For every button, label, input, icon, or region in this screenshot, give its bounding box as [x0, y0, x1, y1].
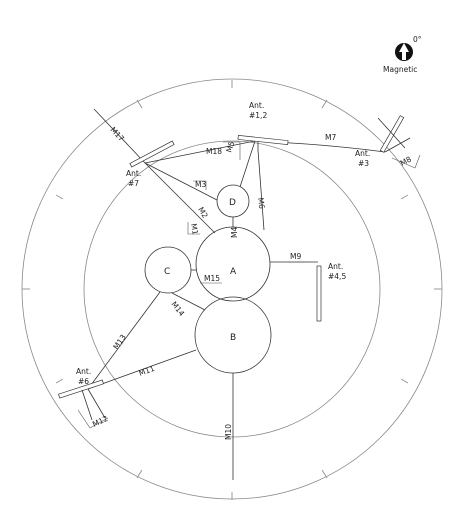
tick-wnw: [55, 194, 64, 200]
member-label-m15: M15: [204, 274, 220, 283]
antenna-7-bar: [129, 140, 175, 168]
compass-degree: 0°: [413, 35, 422, 44]
member-m3: [144, 162, 218, 201]
member-m18: [144, 140, 256, 164]
structure-label-d: D: [229, 198, 236, 208]
inner-ring: [83, 140, 381, 438]
member-m13: [87, 291, 161, 390]
structure-label-b: B: [230, 333, 236, 343]
member-label-m5: M5: [224, 140, 236, 154]
member-m8: [384, 137, 411, 153]
antenna-4-5-bar: [316, 265, 322, 322]
antenna-label-6-line1: Ant.: [76, 367, 91, 376]
tick-ene: [400, 194, 409, 200]
ring-tick-marks: [22, 80, 442, 500]
antenna-label-4-5-line2: #4,5: [328, 272, 346, 281]
member-m17: [93, 108, 146, 164]
callout-m12: [77, 409, 109, 429]
member-label-m18: M18: [206, 147, 222, 156]
member-label-m1: M1: [189, 223, 200, 236]
tick-se: [321, 469, 328, 479]
antenna-label-3-line1: Ant.: [355, 149, 370, 158]
north-arrow-icon: [399, 43, 409, 60]
member-label-m7: M7: [325, 133, 336, 142]
antenna-1-2-bar: [237, 135, 289, 145]
member-label-m4: M4: [230, 227, 239, 238]
antenna-3-strut: [377, 117, 406, 149]
tick-ne: [321, 99, 328, 109]
member-m16: [239, 140, 256, 188]
antenna-label-1-2-line1: Ant.: [249, 101, 264, 110]
member-m12: [87, 388, 106, 419]
antenna-3: [377, 115, 406, 153]
member-m2: [144, 162, 216, 234]
callout-m1: [187, 222, 200, 235]
antenna-7: [129, 140, 175, 168]
tick-ese: [400, 378, 409, 384]
antenna-6-strut: [81, 389, 93, 421]
member-label-m13: M13: [111, 333, 128, 351]
member-label-m6: M6: [256, 197, 267, 210]
antenna-label-6-line2: #6: [78, 377, 89, 386]
tick-wsw: [55, 378, 64, 384]
member-label-m3: M3: [195, 180, 206, 189]
member-label-m8: M8: [399, 154, 413, 167]
antenna-6-bar: [58, 379, 104, 399]
antenna-label-7-line2: #7: [128, 179, 139, 188]
tick-nw: [136, 99, 143, 109]
antenna-6: [58, 379, 104, 421]
north-arrow: 0° Magnetic: [383, 35, 422, 74]
member-label-m9: M9: [290, 252, 301, 261]
callout-m16: [223, 141, 241, 160]
member-m11: [87, 349, 197, 390]
antenna-4-5: [316, 265, 322, 322]
member-label-m12: M12: [91, 414, 110, 429]
antenna-label-7-line1: Ant.: [126, 169, 141, 178]
compass-label: Magnetic: [383, 65, 417, 74]
tick-sw: [136, 469, 143, 479]
structure-label-a: A: [230, 267, 237, 277]
callout-m3: [193, 180, 207, 190]
antenna-label-1-2-line2: #1,2: [249, 111, 267, 120]
antenna-1-2: [237, 135, 289, 145]
member-label-m2: M2: [196, 206, 210, 220]
antenna-label-3-line2: #3: [358, 159, 369, 168]
member-m6: [257, 141, 265, 231]
antenna-label-4-5-line1: Ant.: [328, 262, 343, 271]
callout-m8: [391, 154, 421, 169]
member-label-m11: M11: [138, 364, 156, 378]
structure-label-c: C: [164, 267, 170, 277]
member-m14: [171, 292, 206, 311]
member-label-m14: M14: [169, 300, 186, 318]
member-label-m10: M10: [224, 424, 233, 440]
